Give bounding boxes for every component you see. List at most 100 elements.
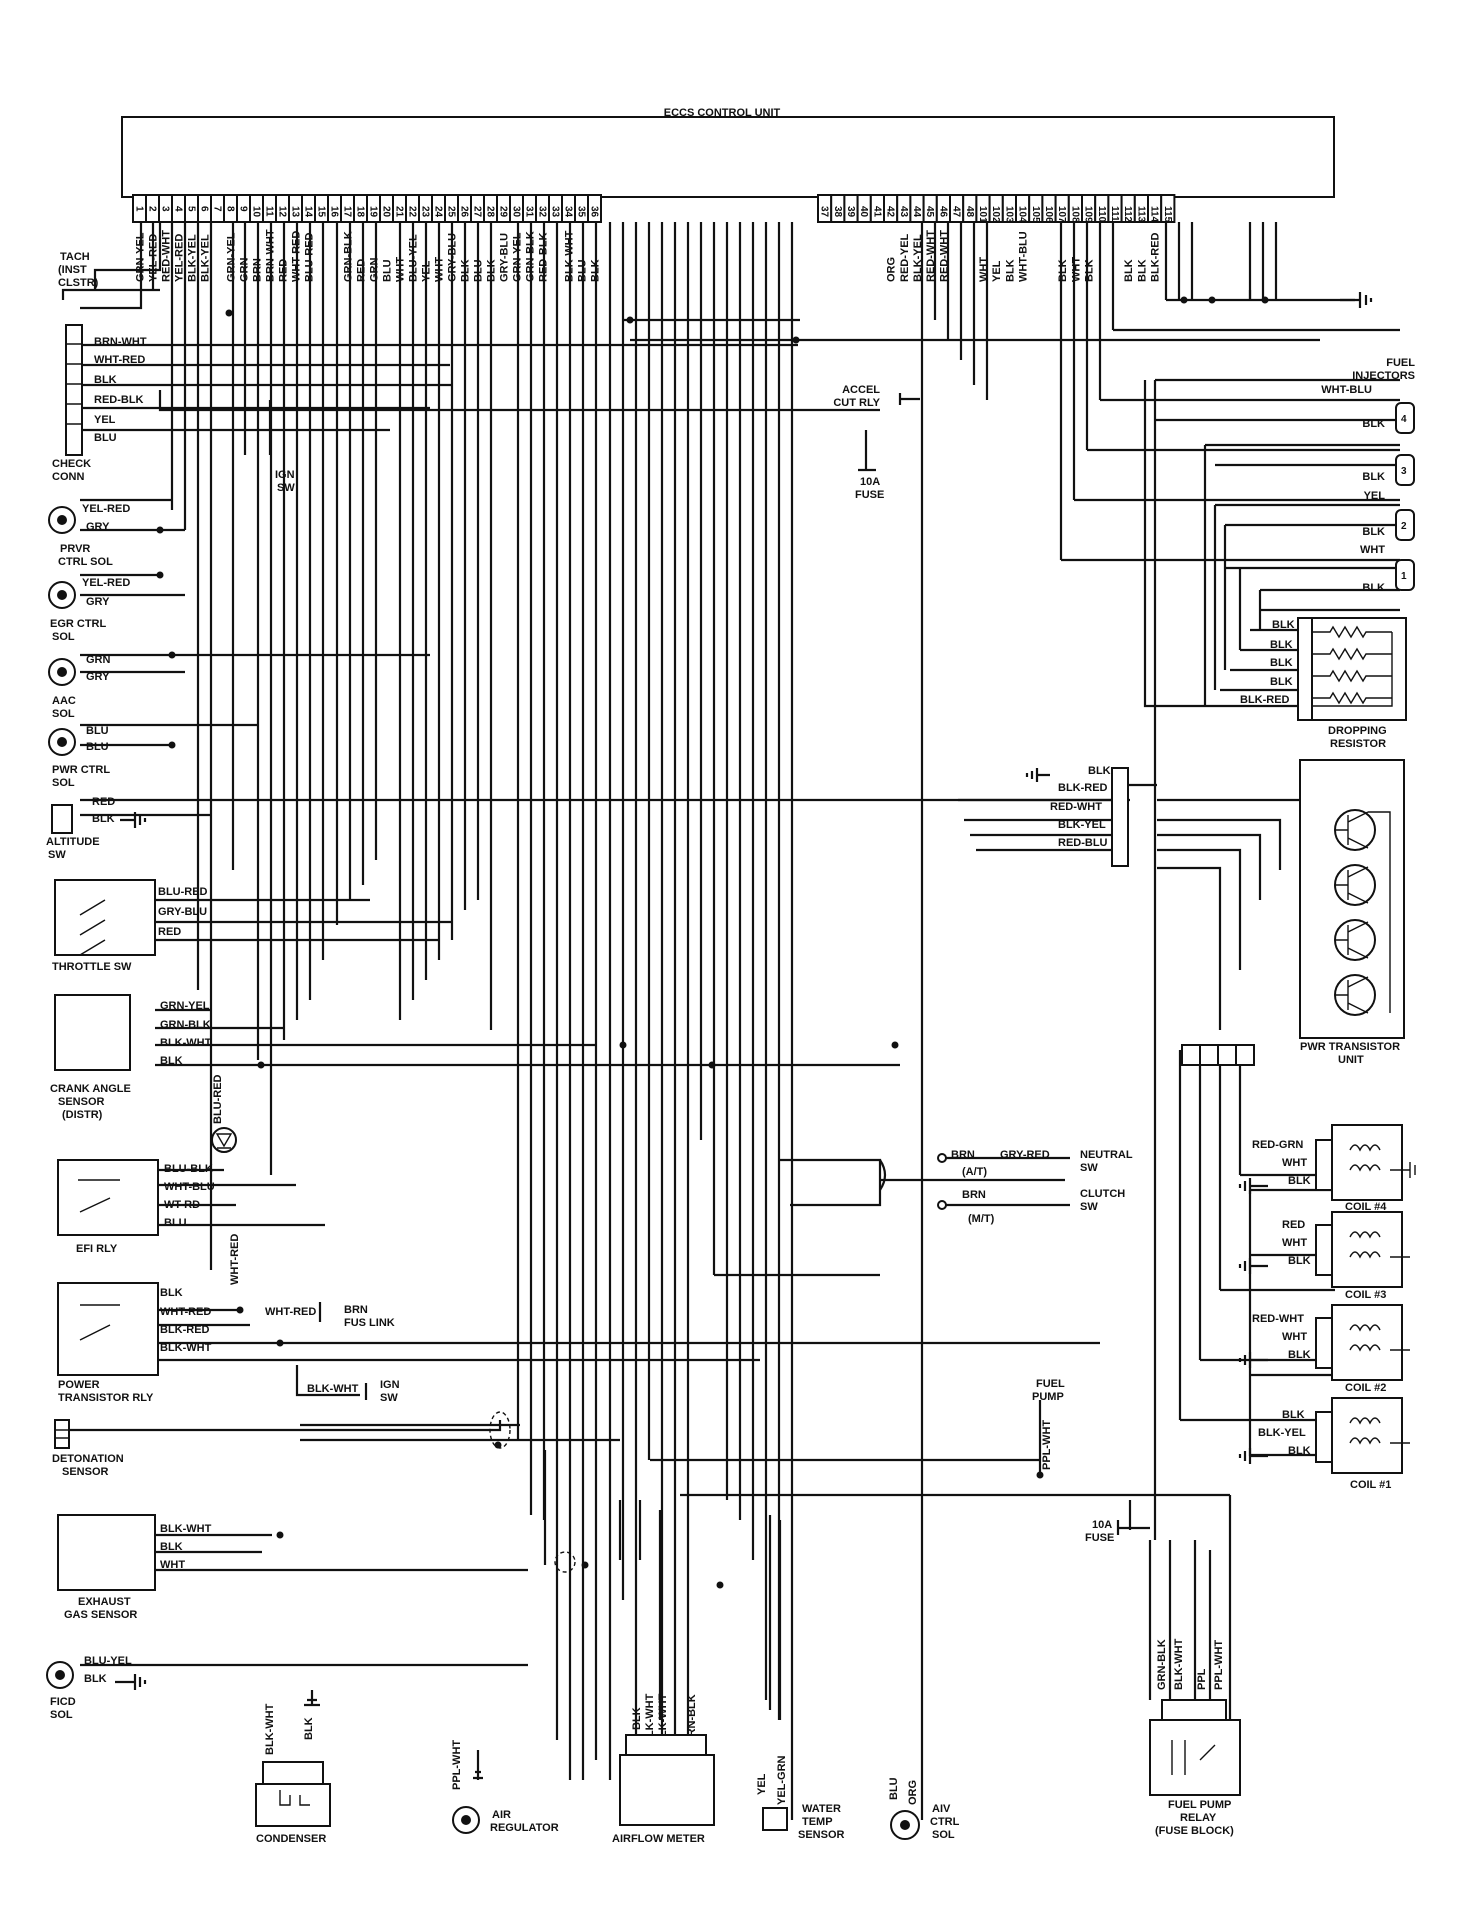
pin-number-115: 115 — [1162, 206, 1173, 223]
airflow-meter-label: AIRFLOW METER — [612, 1833, 705, 1845]
throttle-sw-label: THROTTLE SW — [52, 961, 132, 973]
junction-dots — [156, 296, 1269, 1589]
efi-rly-label: EFI RLY — [76, 1243, 118, 1255]
pwr-ctrl-wire-2: BLU — [86, 741, 109, 753]
coil2-wire-3: BLK — [1288, 1349, 1311, 1361]
pin-number-19: 19 — [368, 206, 379, 218]
coil-3: RED WHT BLK COIL #3 — [1238, 1211, 1410, 1301]
pin-number-113: 113 — [1135, 206, 1146, 223]
pin-number-37: 37 — [819, 206, 830, 218]
pin-cell-115 — [1160, 194, 1176, 223]
pin-wire-label-112: BLK — [1123, 259, 1135, 282]
drop-wire-3: BLK — [1270, 657, 1293, 669]
pin-number-42: 42 — [885, 206, 896, 218]
neutral-wire-1: BRN — [951, 1149, 975, 1161]
ptr-wire-4: BLK-WHT — [160, 1342, 212, 1354]
inj-wire-1: WHT-BLU — [1321, 384, 1372, 396]
pin-wire-label-17: GRN-BLK — [343, 231, 355, 282]
coil1-wire-1: BLK — [1282, 1409, 1305, 1421]
fp-relay-wire-4: PPL-WHT — [1213, 1640, 1225, 1690]
pwr-conn-wire-1: BLK — [1088, 765, 1111, 777]
pin-number-46: 46 — [937, 206, 948, 218]
check-conn-wire-4: RED-BLK — [94, 394, 144, 406]
pin-wire-label-107: BLK — [1057, 259, 1069, 282]
condenser-wire-2: BLK — [303, 1717, 315, 1740]
drop-wire-2: BLK — [1270, 639, 1293, 651]
coil3-wire-2: WHT — [1282, 1237, 1307, 1249]
pin-wire-label-8: GRN-YEL — [226, 232, 238, 282]
check-conn-wire-2: WHT-RED — [94, 354, 145, 366]
aac-wire-1: GRN — [86, 654, 111, 666]
coil-1-label: COIL #1 — [1350, 1479, 1391, 1491]
pin-number-34: 34 — [563, 206, 574, 218]
tach-line1: TACH — [60, 251, 90, 263]
fp-relay-wire-2: BLK-WHT — [1173, 1638, 1185, 1690]
pin-cell-36 — [587, 194, 602, 223]
coil2-wire-1: RED-WHT — [1252, 1313, 1304, 1325]
drop-wire-1: BLK — [1272, 619, 1295, 631]
ficd-wire-2: BLK — [84, 1673, 107, 1685]
ground-top-right — [1340, 292, 1373, 308]
pwr-conn-wire-3: RED-WHT — [1050, 801, 1102, 813]
pin-number-40: 40 — [858, 206, 869, 218]
altitude-wire-1: RED — [92, 796, 115, 808]
check-conn-wire-6: BLU — [94, 432, 117, 444]
mt-label: (M/T) — [968, 1213, 995, 1225]
pin-wire-label-20: BLU — [382, 259, 394, 282]
pin-number-107: 107 — [1056, 206, 1067, 223]
pin-number-114: 114 — [1149, 206, 1160, 223]
tach-line2: (INST — [58, 264, 87, 276]
clutch-wire: BRN — [962, 1189, 986, 1201]
aiv-wire-1: BLU — [888, 1777, 900, 1800]
pin-number-110: 110 — [1096, 206, 1107, 223]
prvr-wire-1: YEL-RED — [82, 503, 130, 515]
exhaust-wire-2: BLK — [160, 1541, 183, 1553]
pin-wire-label-102: YEL — [991, 260, 1003, 282]
inj-wire-5: BLK — [1362, 526, 1385, 538]
altitude-wire-2: BLK — [92, 813, 115, 825]
pin-number-101: 101 — [977, 206, 988, 223]
pin-number-8: 8 — [225, 206, 236, 212]
pin-wire-label-108: WHT — [1070, 257, 1082, 282]
pin-number-1: 1 — [134, 206, 145, 212]
wire-harness — [80, 222, 1400, 1820]
coil4-wire-1: RED-GRN — [1252, 1139, 1303, 1151]
pin-number-47: 47 — [951, 206, 962, 218]
coil3-wire-3: BLK — [1288, 1255, 1311, 1267]
drop-wire-5: BLK-RED — [1240, 694, 1290, 706]
pin-number-112: 112 — [1122, 206, 1133, 223]
pin-number-102: 102 — [990, 206, 1001, 223]
airflow-wire-1: BLK — [631, 1707, 643, 1730]
aac-wire-2: GRY — [86, 671, 110, 683]
pwr-conn-wire-2: BLK-RED — [1058, 782, 1108, 794]
pin-number-13: 13 — [290, 206, 301, 218]
inj-wire-3: BLK — [1362, 471, 1385, 483]
pin-number-14: 14 — [303, 206, 314, 218]
pin-number-44: 44 — [911, 206, 922, 218]
check-conn-wire-3: BLK — [94, 374, 117, 386]
pin-wire-label-42: ORG — [886, 257, 898, 282]
crank-wire-4: BLK — [160, 1055, 183, 1067]
pwr-conn-wire-5: RED-BLU — [1058, 837, 1108, 849]
ptr-wire-1: BLK — [160, 1287, 183, 1299]
ign-blk-wht-label: BLK-WHT — [307, 1383, 359, 1395]
pin-wire-label-113: BLK — [1136, 259, 1148, 282]
pin-number-106: 106 — [1043, 206, 1054, 223]
coil-3-label: COIL #3 — [1345, 1289, 1386, 1301]
